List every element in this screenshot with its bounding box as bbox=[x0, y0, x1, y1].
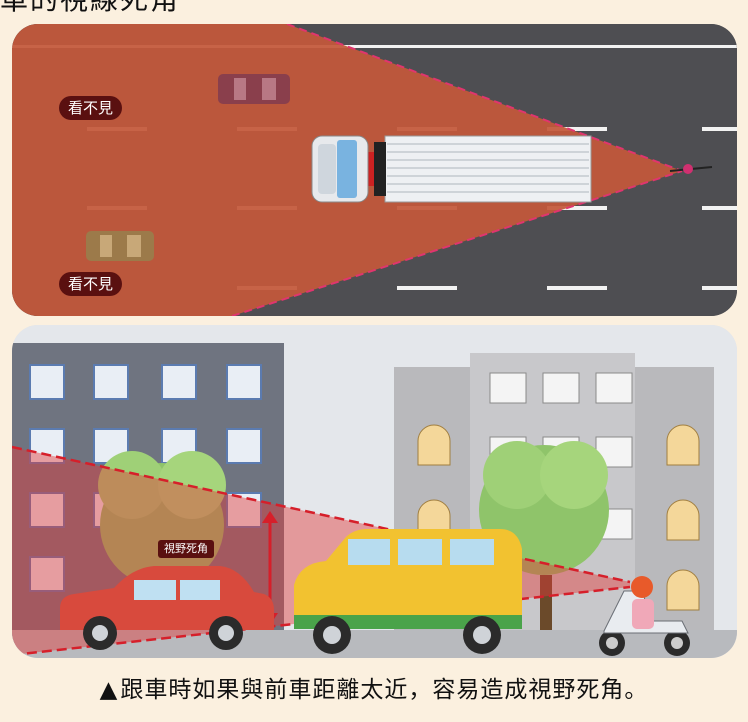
caption: ▲跟車時如果與前車距離太近，容易造成視野死角。 bbox=[0, 670, 748, 704]
hidden-car-lower bbox=[86, 231, 154, 261]
hidden-car-upper bbox=[218, 74, 290, 104]
top-view-illustration bbox=[12, 24, 737, 316]
caption-text: 跟車時如果與前車距離太近，容易造成視野死角。 bbox=[120, 677, 648, 703]
truck bbox=[312, 136, 591, 202]
page-title: 車的視線死角 bbox=[0, 0, 748, 12]
hidden-label-lower: 看不見 bbox=[59, 272, 122, 296]
hidden-label-upper: 看不見 bbox=[59, 96, 122, 120]
street-view-illustration bbox=[12, 325, 737, 658]
blind-spot-label: 視野死角 bbox=[158, 540, 214, 558]
top-view-panel: 看不見 看不見 bbox=[12, 24, 737, 316]
street-view-panel: 視野死角 bbox=[12, 325, 737, 658]
triangle-marker-icon: ▲ bbox=[100, 677, 119, 703]
